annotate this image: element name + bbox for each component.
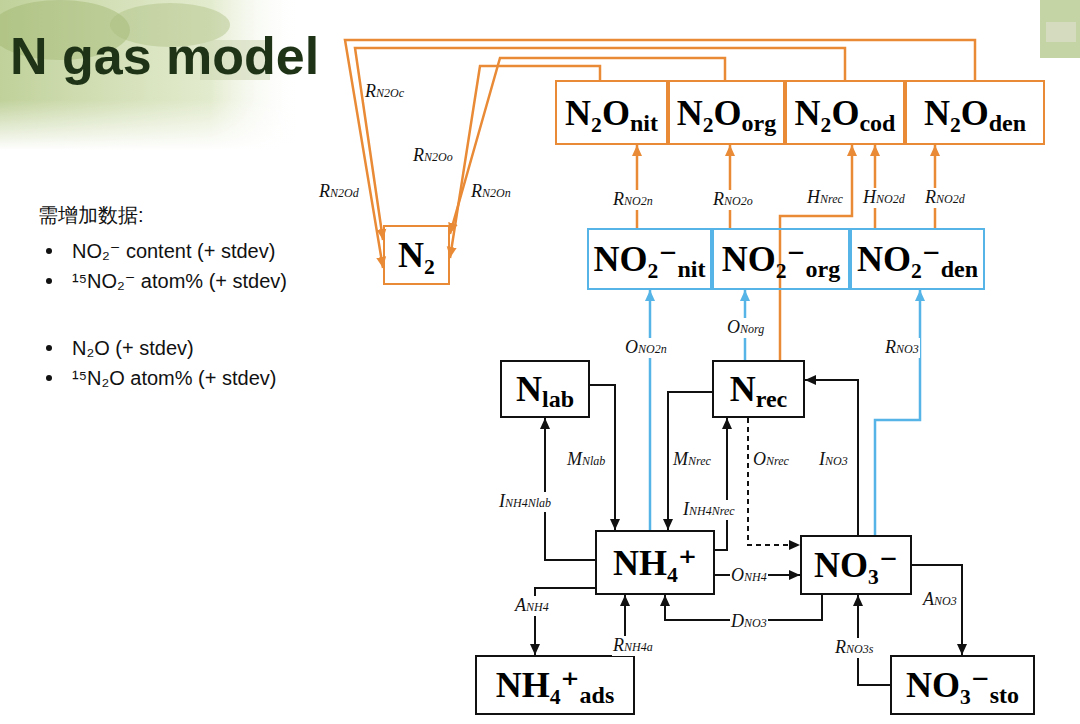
pool-box: N₂Onit: [555, 80, 668, 145]
bullet-dot: [46, 248, 52, 254]
pool-box: Nlab: [500, 360, 590, 418]
pool-subscript: rec: [756, 387, 788, 411]
flux-arrow: [715, 418, 727, 550]
pool-name: NO₂⁻: [722, 241, 806, 277]
bullet-dot: [46, 375, 52, 381]
pool-box: NO₂⁻den: [850, 228, 985, 290]
pool-name: N₂O: [924, 95, 989, 131]
pool-box: Nrec: [712, 360, 805, 418]
rate-label: ONH4: [730, 566, 768, 586]
rate-label: MNlab: [566, 450, 606, 470]
rate-label: RN2Oc: [364, 82, 405, 102]
flux-arrow: [636, 145, 639, 228]
flux-arrow: [748, 418, 800, 545]
rate-label: DNO3: [730, 612, 768, 632]
rate-label: ANH4: [514, 596, 550, 616]
photo-building: [1046, 22, 1076, 42]
rate-label: ONO2n: [624, 338, 668, 358]
rate-label: RN2Od: [318, 182, 360, 202]
pool-name: NH₄⁺: [496, 667, 580, 703]
slide-title: N gas model: [10, 30, 319, 82]
rate-label: ONrec: [752, 450, 790, 470]
pool-subscript: lab: [542, 387, 574, 411]
rate-label: RNH4a: [612, 636, 654, 656]
rate-label: ANO3: [922, 590, 958, 610]
rate-label: INH4Nrec: [682, 500, 736, 520]
pool-name: N: [516, 371, 542, 407]
flux-arrow: [345, 40, 975, 268]
pool-subscript: den: [941, 257, 978, 281]
note-heading: 需增加数据:: [38, 204, 144, 226]
rate-label: INH4Nlab: [498, 492, 552, 512]
pool-box: N₂: [383, 225, 450, 285]
rate-label: HNO2d: [862, 188, 906, 208]
pool-name: NH₄⁺: [613, 545, 697, 581]
pool-box: NO₂⁻nit: [587, 228, 712, 290]
pool-box: N₂Oden: [905, 80, 1045, 145]
photo-corner: [1040, 0, 1080, 58]
pool-box: N₂Ocod: [785, 80, 905, 145]
pool-subscript: org: [742, 111, 777, 135]
pool-subscript: den: [989, 111, 1026, 135]
pool-name: NO₃⁻: [906, 667, 990, 703]
rate-label: RNO2o: [712, 190, 754, 210]
rate-label: RNO3: [884, 338, 920, 358]
flux-arrow: [875, 290, 920, 535]
flux-arrow: [805, 380, 858, 535]
pool-name: NO₂⁻: [594, 241, 678, 277]
rate-label: HNrec: [806, 188, 844, 208]
pool-subscript: nit: [677, 257, 705, 281]
rate-label: RNO3s: [834, 638, 874, 658]
flux-arrow: [545, 418, 595, 560]
bullet-dot: [46, 278, 52, 284]
pool-name: N₂O: [795, 95, 860, 131]
rate-label: RNO2n: [612, 190, 654, 210]
pool-name: N₂O: [677, 95, 742, 131]
pool-box: N₂Oorg: [668, 80, 785, 145]
pool-subscript: sto: [990, 683, 1019, 707]
flux-arrow: [649, 290, 652, 530]
rate-label: RNO2d: [924, 188, 966, 208]
rate-label: ONorg: [726, 318, 765, 338]
pool-box: NO₃⁻: [800, 535, 912, 595]
note-item: NO₂⁻ content (+ stdev): [72, 240, 275, 262]
pool-name: N₂O: [565, 95, 630, 131]
note-item: N₂O (+ stdev): [72, 337, 194, 359]
rate-label: INO3: [818, 450, 849, 470]
pool-name: NO₂⁻: [857, 241, 941, 277]
pool-box: NO₂⁻org: [712, 228, 850, 290]
note-item: ¹⁵N₂O atom% (+ stdev): [72, 367, 276, 389]
flux-arrow: [729, 145, 732, 228]
photo-fade: [0, 100, 300, 150]
pool-name: N: [730, 371, 756, 407]
rate-label: RN2Oo: [412, 146, 454, 166]
pool-name: NO₃⁻: [814, 547, 898, 583]
note-item: ¹⁵NO₂⁻ atom% (+ stdev): [72, 270, 287, 292]
pool-subscript: cod: [859, 111, 895, 135]
pool-subscript: org: [806, 257, 841, 281]
flux-arrow: [912, 565, 962, 655]
flux-arrow: [450, 58, 725, 234]
pool-box: NH₄⁺ads: [475, 655, 635, 715]
pool-subscript: ads: [580, 683, 615, 707]
pool-box: NH₄⁺: [595, 530, 715, 595]
rate-label: MNrec: [672, 450, 712, 470]
bullet-dot: [46, 345, 52, 351]
rate-label: RN2On: [470, 182, 512, 202]
pool-box: NO₃⁻sto: [890, 655, 1035, 715]
pool-subscript: nit: [630, 111, 658, 135]
pool-name: N₂: [398, 237, 435, 273]
